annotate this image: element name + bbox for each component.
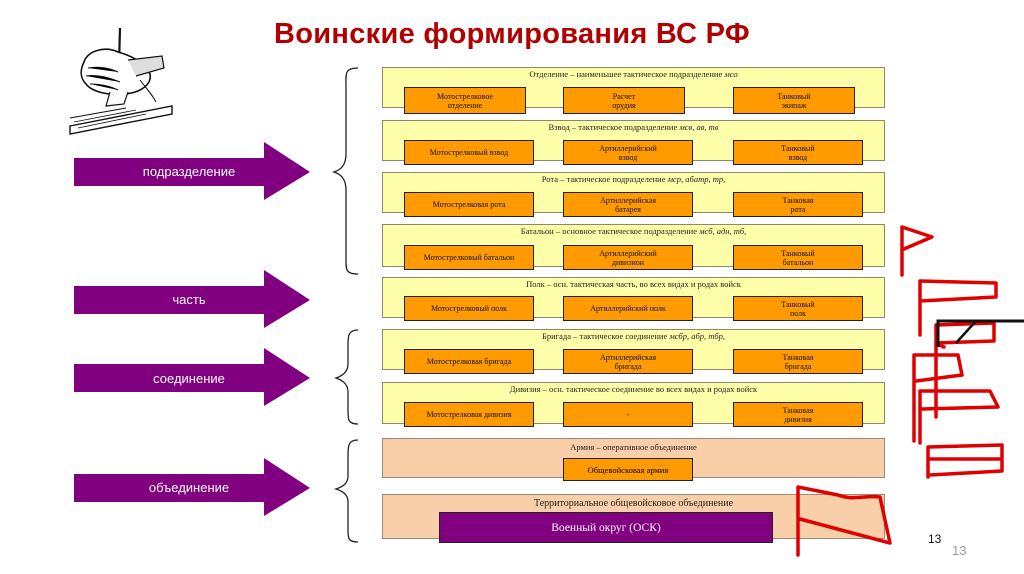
arrow-chast xyxy=(74,270,310,328)
unit-tankovyi-vzvod: Танковый взвод xyxy=(733,140,863,165)
page-number: 13 xyxy=(928,532,942,546)
panel-batalon: Батальон – основное тактическое подразде… xyxy=(382,224,885,270)
group-braces xyxy=(331,67,359,543)
unit-motostrelkovaya-rota: Мотострелковая рота xyxy=(404,192,534,217)
panel-title: Полк – осн. тактическая часть, во всех в… xyxy=(526,279,741,289)
panel-title-abbr: мср, абатр, тр, xyxy=(667,174,726,184)
category-label-podrazdelenie: подразделение xyxy=(142,164,236,179)
unit-raschet-orudiya: Расчет орудия xyxy=(563,87,685,114)
unit-artilleriiskaya-brigada: Артиллерийская бригада xyxy=(563,349,693,374)
unit-tankovyi-polk: Танковый полк xyxy=(733,296,863,321)
panel-title: Дивизия – осн. тактическое соединение во… xyxy=(509,384,758,394)
panel-title: Отделение – наименьшее тактическое подра… xyxy=(529,69,725,79)
unit-artilleriiskii-divizion: Артиллерийский дивизион xyxy=(563,245,693,270)
unit-tankovyi-batalon: Танковый батальон xyxy=(733,245,863,270)
unit-motostrelkovaya-diviziya: Мотострелковая дивизия xyxy=(404,402,534,427)
unit-voennyi-okrug: Военный округ (ОСК) xyxy=(439,512,773,543)
panel-diviziya: Дивизия – осн. тактическое соединение во… xyxy=(382,382,885,427)
panel-title-abbr: мсбр, абр, тбр, xyxy=(669,331,726,341)
unit-tankovaya-diviziya: Танковая дивизия xyxy=(733,402,863,427)
unit-tankovyi-ekipazh: Танковый экипаж xyxy=(733,87,855,114)
panel-title: Армия – оперативное объединение xyxy=(570,442,697,452)
panel-armiya: Армия – оперативное объединение Общевойс… xyxy=(382,438,885,481)
panel-title: Бригада – тактическое соединение xyxy=(541,331,670,341)
unit-artilleriiskaya-batareya: Артиллерийская батарея xyxy=(563,192,693,217)
hand-writing-illustration xyxy=(69,27,173,135)
unit-none: - xyxy=(563,402,693,427)
unit-motostrelkovyi-polk: Мотострелковый полк xyxy=(404,296,534,321)
unit-artilleriiskii-vzvod: Артиллерийский взвод xyxy=(563,140,693,165)
category-label-obedinenie: объединение xyxy=(148,480,230,495)
panel-rota: Рота – тактическое подразделение мср, аб… xyxy=(382,172,885,217)
slide-title: Воинские формирования ВС РФ xyxy=(274,18,750,50)
arrow-podrazdelenie xyxy=(74,142,310,200)
panel-brigada: Бригада – тактическое соединение мсбр, а… xyxy=(382,329,885,374)
panel-polk: Полк – осн. тактическая часть, во всех в… xyxy=(382,277,885,321)
unit-motostrelkovyi-batalon: Мотострелковый батальон xyxy=(404,245,534,270)
panel-title: Территориальное общевойсковое объединени… xyxy=(533,498,734,509)
category-label-chast: часть xyxy=(172,292,206,307)
unit-motostrelkovoe-otdelenie: Мотострелковое отделение xyxy=(404,87,526,114)
arrow-obedinenie xyxy=(74,458,310,516)
panel-territorialnoe: Территориальное общевойсковое объединени… xyxy=(382,494,885,543)
unit-motostrelkovyi-vzvod: Мотострелковый взвод xyxy=(404,140,534,165)
panel-otdelenie: Отделение – наименьшее тактическое подра… xyxy=(382,67,885,114)
flags-drawing xyxy=(796,225,1024,557)
unit-tankovaya-rota: Танковая рота xyxy=(733,192,863,217)
arrow-soedinenie xyxy=(74,348,310,406)
unit-motostrelkovaya-brigada: Мотострелковая бригада xyxy=(404,349,534,374)
unit-tankovaya-brigada: Танковая бригада xyxy=(733,349,863,374)
panel-title-abbr: мсв, ав, тв xyxy=(679,122,719,132)
category-label-soedinenie: соединение xyxy=(153,371,225,386)
panel-vzvod: Взвод – тактическое подразделение мсв, а… xyxy=(382,120,885,165)
panel-title: Батальон – основное тактическое подразде… xyxy=(520,226,700,236)
panel-title-abbr: мсб, адн, тб, xyxy=(699,226,747,236)
unit-artilleriiskii-polk: Артиллерийский полк xyxy=(563,296,693,321)
unit-obshchevoiskovaya-armiya: Общевойсковая армия xyxy=(563,458,693,481)
panel-title: Рота – тактическое подразделение xyxy=(541,174,668,184)
panel-title: Взвод – тактическое подразделение xyxy=(548,122,680,132)
page-number-faint: 13 xyxy=(952,543,967,558)
panel-title-abbr: мсо xyxy=(724,69,738,79)
